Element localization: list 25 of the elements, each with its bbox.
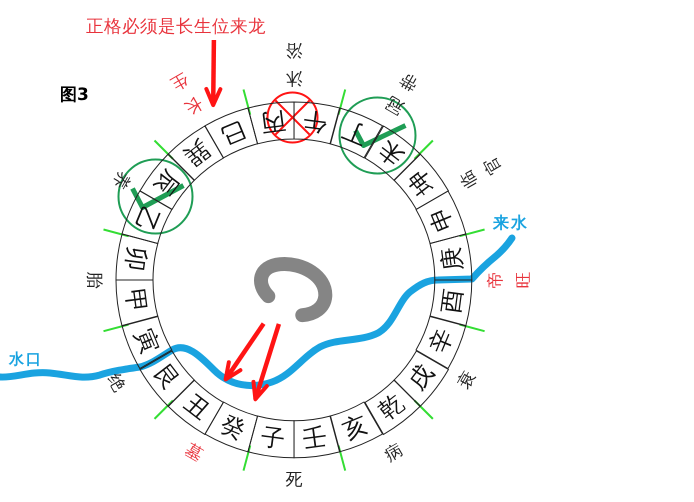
ring-cell: 卯 (115, 232, 159, 281)
ring-cell: 子 (246, 415, 295, 459)
stage-label: 胎 (85, 272, 103, 288)
ring-cell: 庚 (429, 232, 473, 281)
annotation-text: 正格必须是长生位来龙 (86, 17, 266, 38)
ring-cell: 丙 (246, 101, 295, 145)
stage-label: 衰 (455, 368, 480, 392)
stage-label: 帝旺 (485, 272, 535, 288)
crescent-symbol (254, 256, 332, 322)
stage-label: 绝 (104, 371, 128, 395)
ring-cell: 甲 (115, 279, 159, 328)
ring-cell: 午 (293, 101, 342, 145)
stage-label: 沐浴 (286, 39, 302, 90)
arrow (204, 40, 222, 108)
stage-label: 墓 (182, 441, 206, 466)
stage-label: 死 (286, 471, 302, 489)
stage-label: 长生 (166, 66, 206, 120)
river-label: 来水 (493, 215, 529, 231)
river-label: 水口 (9, 352, 43, 367)
stage-label: 病 (382, 441, 406, 466)
arrow (224, 322, 266, 382)
ring-cell: 壬 (293, 415, 342, 459)
arrow (251, 323, 282, 402)
ring-cell: 酉 (429, 279, 473, 328)
figure-title: 图3 (60, 86, 89, 105)
